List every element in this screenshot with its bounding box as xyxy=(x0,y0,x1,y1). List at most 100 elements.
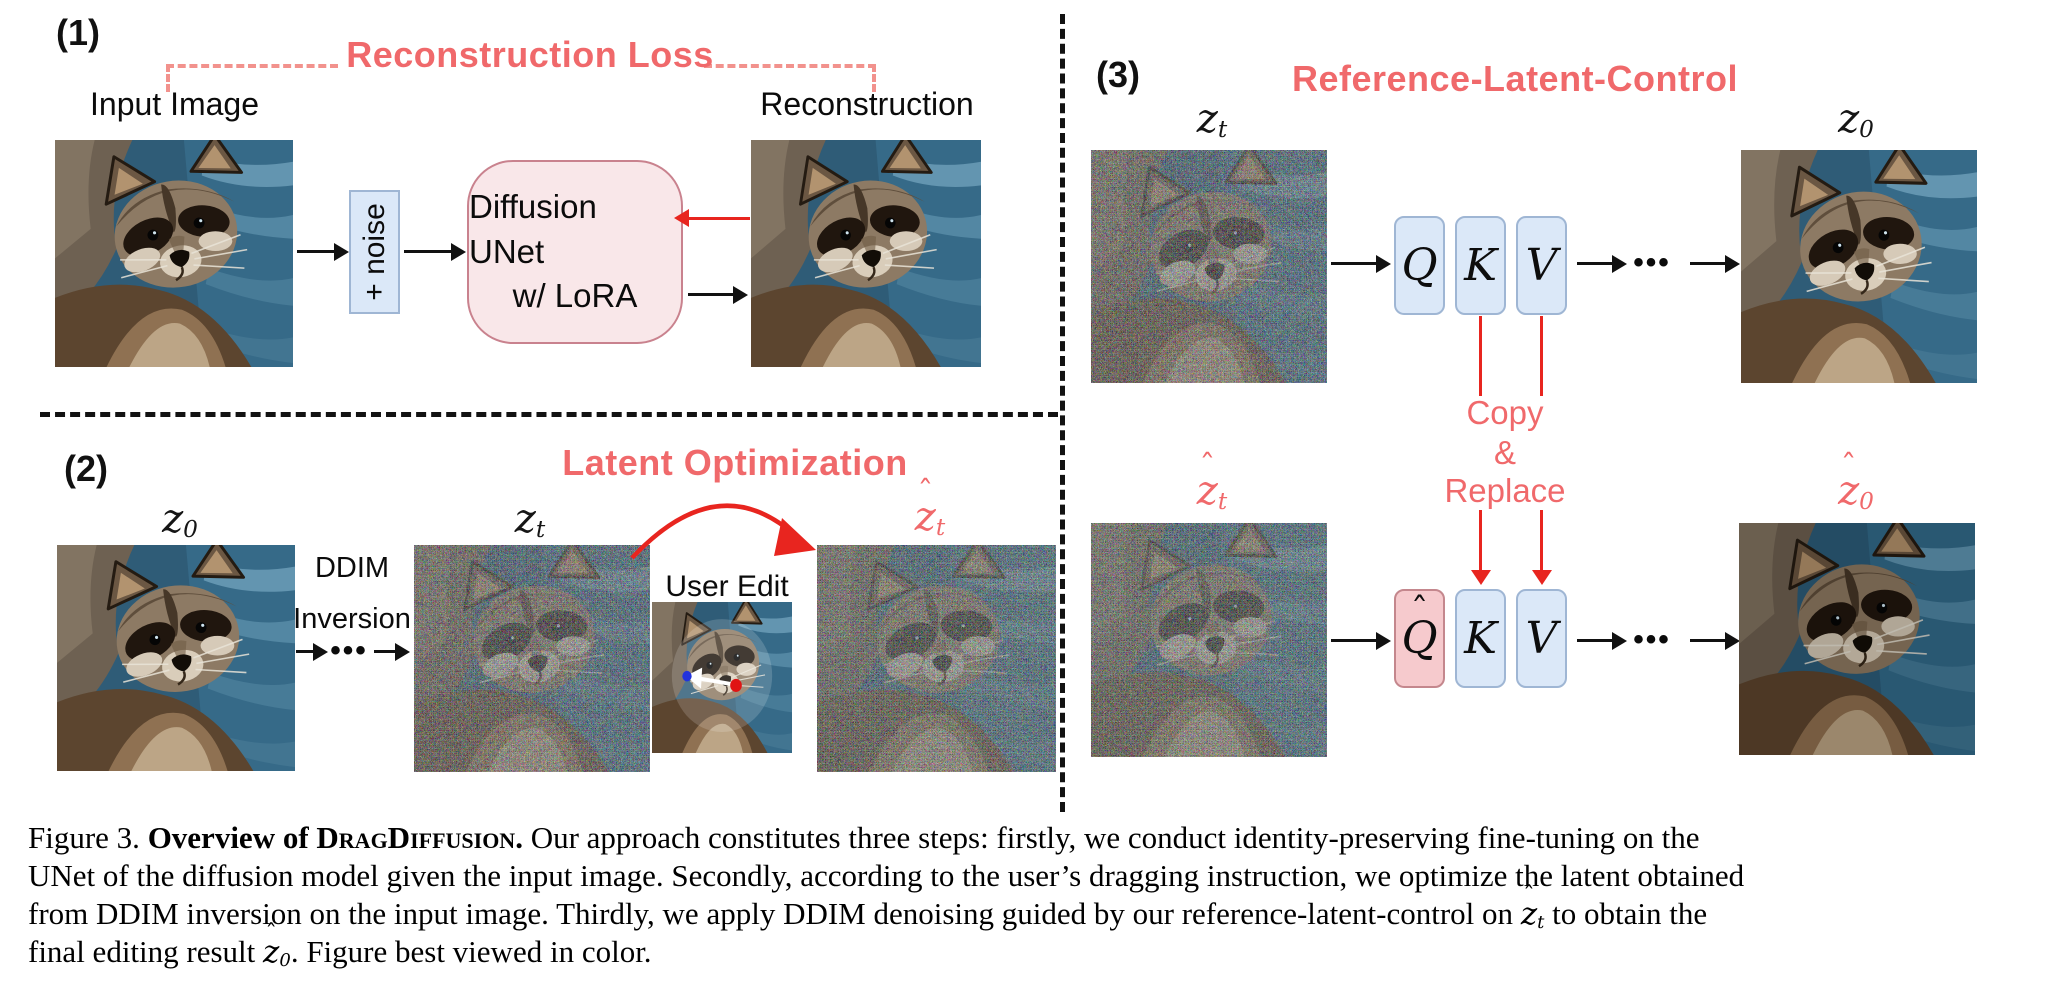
diffusion-unet-box: Diffusion UNet w/ LoRA xyxy=(467,160,683,344)
unet-label-line2: w/ LoRA xyxy=(512,277,638,315)
k2-letter: K xyxy=(1464,613,1497,664)
p3-z0h-hat: ˆ xyxy=(1840,447,1857,486)
caption-line-2: UNet of the diffusion model given the in… xyxy=(28,858,2030,894)
caption-line3-pre: from DDIM inversion on the input image. … xyxy=(28,896,1521,931)
p3-z0h-base: z xyxy=(1838,468,1860,514)
arrow-noise-to-unet xyxy=(404,250,452,253)
qhat-hat-mark: ˆ xyxy=(1410,590,1429,632)
arrow-ddim-left xyxy=(296,650,314,653)
latent-label-zt: zt xyxy=(480,496,580,543)
p3-zt-hat-noisy-photo xyxy=(1091,523,1327,757)
latent-label-z0: z0 xyxy=(130,496,230,543)
caption-z0-sub: 0 xyxy=(279,949,291,971)
plus-noise-box: + noise xyxy=(349,190,400,314)
p3-zth-base: z xyxy=(1196,468,1218,514)
reconstruction-loss-title: Reconstruction Loss xyxy=(346,34,714,75)
input-image-photo xyxy=(55,140,293,367)
caption-bold-period: . xyxy=(515,820,531,855)
p3-label-zt: zt xyxy=(1162,96,1262,143)
caption-z0-base: z xyxy=(263,934,280,970)
zt-hat-hat: ˆ xyxy=(917,473,934,512)
v-box: V xyxy=(1516,216,1567,315)
panel-2-number: (2) xyxy=(64,448,108,489)
replace-arrow-to-k xyxy=(1479,510,1482,572)
p3-ellipsis-bottom: ••• xyxy=(1633,623,1671,656)
replace-arrow-to-v xyxy=(1540,510,1543,572)
zt-hat-noisy-photo xyxy=(817,545,1056,772)
edit-region-highlight xyxy=(671,619,773,732)
unet-label-line1: Diffusion UNet xyxy=(469,188,597,270)
reconstruction-loss-tick-right xyxy=(872,64,876,92)
caption-line2-text: UNet of the diffusion model given the in… xyxy=(28,858,1745,893)
caption-dragdiffusion: DragDiffusion xyxy=(316,820,516,855)
user-edit-label: User Edit xyxy=(665,570,789,603)
k-box: K xyxy=(1455,216,1506,315)
ampersand-label: & xyxy=(1493,434,1516,471)
reconstruction-photo xyxy=(751,140,981,367)
plus-noise-label: + noise xyxy=(357,203,391,301)
qhat-letter: Q xyxy=(1401,613,1438,664)
p3-ellipsis-top: ••• xyxy=(1633,246,1671,279)
caption-line4-post: . Figure best viewed in color. xyxy=(290,934,652,969)
latent-optimization-arc-arrow xyxy=(630,503,816,560)
drag-arrow xyxy=(697,676,736,687)
zt-hat-sub: t xyxy=(935,514,946,542)
arrow-zt-to-qkv xyxy=(1331,262,1377,265)
caption-zt-hat: ˆ xyxy=(1523,882,1535,910)
drag-arrow-head xyxy=(685,667,703,689)
caption-line-1: Figure 3. Overview of DragDiffusion. Our… xyxy=(28,820,2030,856)
reconstruction-loss-tick-left xyxy=(166,64,170,92)
caption-bold-overview: Overview of xyxy=(147,820,317,855)
k-letter: K xyxy=(1464,240,1497,291)
arrow-qkv-to-dots-bottom xyxy=(1577,639,1613,642)
reconstruction-label: Reconstruction xyxy=(760,86,974,122)
p3-zth-sub: t xyxy=(1217,488,1228,516)
p3-z0-sub: 0 xyxy=(1859,116,1874,144)
p3-z0-clean-photo xyxy=(1741,150,1977,383)
section-divider-horizontal xyxy=(40,412,1058,417)
arrow-unet-to-reconstruction xyxy=(688,293,734,296)
zt-sub: t xyxy=(535,516,546,544)
arrow-dots-to-z0 xyxy=(1690,262,1726,265)
caption-line3-post: to obtain the xyxy=(1544,896,1708,931)
copy-label: Copy xyxy=(1466,394,1544,431)
v-box-bottom: V xyxy=(1516,589,1567,688)
reference-latent-control-title: Reference-Latent-Control xyxy=(1291,58,1739,99)
zt-base: z xyxy=(514,496,536,542)
z0-sub: 0 xyxy=(183,516,198,544)
p3-z0-base: z xyxy=(1838,96,1860,142)
ddim-line2: Inversion xyxy=(293,603,411,635)
zt-hat-base: z xyxy=(914,494,936,540)
caption-figure-number: Figure 3. xyxy=(28,820,148,855)
ddim-ellipsis: ••• xyxy=(330,634,368,667)
copy-line-from-v xyxy=(1540,316,1543,396)
z0-photo xyxy=(57,545,295,771)
q-letter: Q xyxy=(1401,240,1438,291)
caption-line-3: from DDIM inversion on the input image. … xyxy=(28,884,2030,933)
p3-zt-sub: t xyxy=(1217,116,1228,144)
drag-target-point xyxy=(682,670,692,682)
p3-z0h-sub: 0 xyxy=(1859,488,1874,516)
input-image-label: Input Image xyxy=(90,86,259,122)
red-feedback-arrow xyxy=(688,217,750,220)
p3-zth-hat: ˆ xyxy=(1199,447,1216,486)
drag-source-point xyxy=(730,678,742,692)
p3-z0-hat-result-photo xyxy=(1739,523,1975,755)
arrow-qkv-to-dots-top xyxy=(1577,262,1613,265)
v2-letter: V xyxy=(1525,613,1558,664)
p3-zt-noisy-photo xyxy=(1091,150,1327,383)
arrow-zthat-to-qkv xyxy=(1331,639,1377,642)
k-box-bottom: K xyxy=(1455,589,1506,688)
p3-zt-base: z xyxy=(1196,96,1218,142)
caption-zt-sub: t xyxy=(1537,911,1545,933)
latent-optimization-title: Latent Optimization xyxy=(562,442,908,483)
zt-noisy-photo xyxy=(414,545,650,772)
reconstruction-loss-dash-left xyxy=(166,64,338,68)
ddim-inversion-label: DDIM Inversion xyxy=(286,552,418,636)
caption-z0-hat: ˆ xyxy=(265,920,278,948)
v-letter: V xyxy=(1525,240,1558,291)
user-edit-photo xyxy=(652,602,792,753)
